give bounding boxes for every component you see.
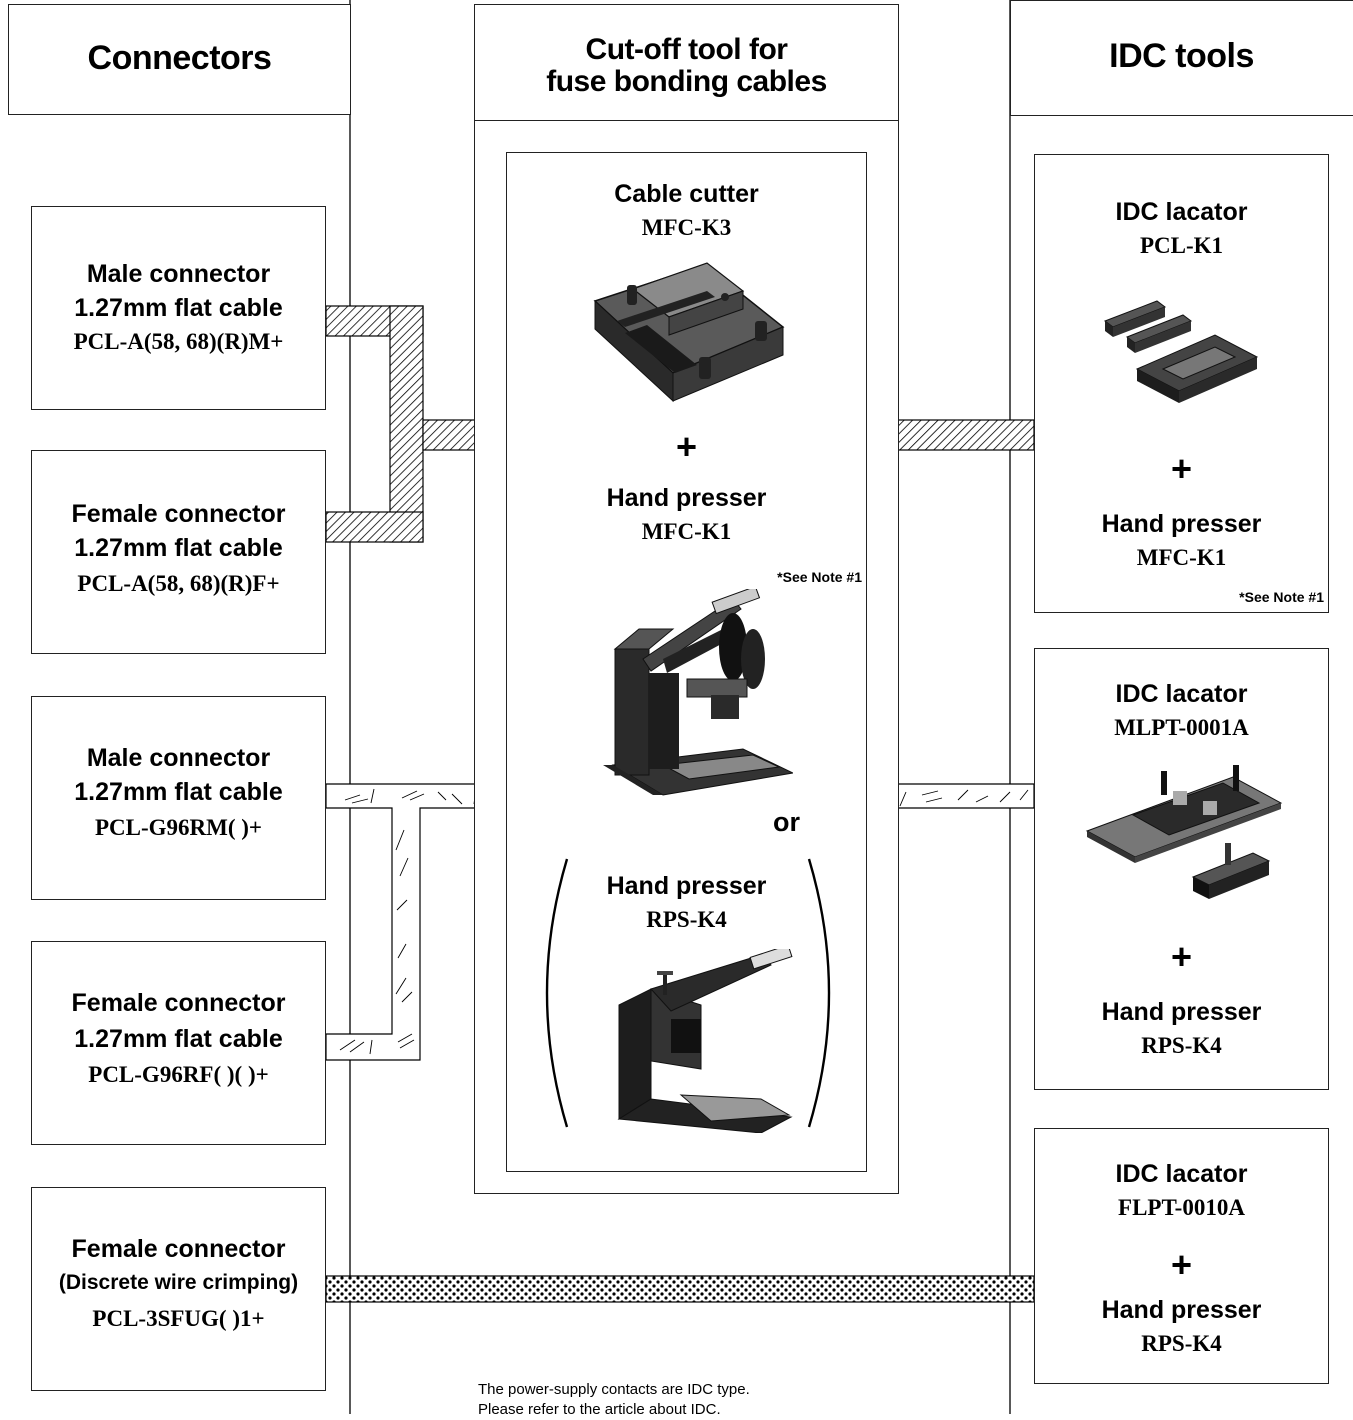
plus-sign: + (1170, 1244, 1193, 1285)
hand-presser-title: Hand presser (1101, 998, 1262, 1026)
connector-box-female-g96: Female connector 1.27mm flat cable PCL-G… (31, 941, 326, 1145)
plus-sign: + (675, 426, 698, 467)
idc-tool-box-mlpt: IDC lacator MLPT-0001A + Hand presser RP… (1034, 648, 1329, 1090)
connector-title: Male connector (86, 744, 271, 772)
plus-sign: + (1170, 936, 1193, 977)
idc-locator-part: PCL-K1 (1139, 233, 1224, 258)
idc-tool-box-pcl-k1: IDC lacator PCL-K1 + Hand presser MFC-K1… (1034, 154, 1329, 613)
alternative-bracket (545, 858, 831, 1128)
cable-cutter-part: MFC-K3 (641, 215, 732, 240)
hand-presser-part: RPS-K4 (1141, 1331, 1222, 1356)
connectors-header (8, 4, 351, 115)
connector-part-number: PCL-3SFUG( )1+ (92, 1306, 265, 1331)
cutoff-header (474, 4, 899, 121)
hand-presser-title: Hand presser (1101, 1296, 1262, 1324)
idc-tool-box-flpt: IDC lacator FLPT-0010A + Hand presser RP… (1034, 1128, 1329, 1384)
connector-title: Female connector (71, 1235, 286, 1263)
hand-presser-title: Hand presser (1101, 510, 1262, 538)
hand-presser-part: MFC-K1 (641, 519, 732, 544)
connector-subtitle: (Discrete wire crimping) (58, 1271, 299, 1294)
idc-locator-title: IDC lacator (1115, 680, 1248, 708)
connector-title: Female connector (71, 989, 286, 1017)
idc-tools-header-text: IDC tools (1109, 37, 1254, 75)
connector-box-female-discrete: Female connector (Discrete wire crimping… (31, 1187, 326, 1391)
connector-subtitle: 1.27mm flat cable (74, 294, 283, 322)
plus-sign: + (1170, 448, 1193, 489)
connector-subtitle: 1.27mm flat cable (74, 1025, 283, 1053)
alt-hand-presser-part: RPS-K4 (646, 907, 727, 932)
hand-presser-title: Hand presser (606, 484, 767, 512)
idc-tools-header (1010, 0, 1353, 116)
cable-cutter-image (593, 262, 785, 403)
cutoff-tool-box: Cable cutter MFC-K3 + Hand presser MFC-K… (506, 152, 867, 1172)
idc-locator-title: IDC lacator (1115, 1160, 1248, 1188)
idc-locator-part: MLPT-0001A (1114, 715, 1249, 740)
or-label: or (773, 807, 800, 837)
see-note-label: *See Note #1 (777, 569, 862, 585)
hand-presser-mfc-image (603, 589, 793, 796)
connectors-header-text: Connectors (87, 39, 272, 77)
connector-box-female-a: Female connector 1.27mm flat cable PCL-A… (31, 450, 326, 654)
connector-subtitle: 1.27mm flat cable (74, 534, 283, 562)
connector-subtitle: 1.27mm flat cable (74, 778, 283, 806)
footnote-line-1: The power-supply contacts are IDC type. (478, 1381, 750, 1398)
cable-cutter-title: Cable cutter (614, 180, 759, 208)
connector-part-number: PCL-G96RF( )( )+ (88, 1062, 269, 1087)
hand-presser-part: RPS-K4 (1141, 1033, 1222, 1058)
see-note-label: *See Note #1 (1239, 589, 1324, 605)
hand-presser-part: MFC-K1 (1136, 545, 1227, 570)
idc-locator-part: FLPT-0010A (1118, 1195, 1245, 1220)
idc-locator-title: IDC lacator (1115, 198, 1248, 226)
connector-box-male-a: Male connector 1.27mm flat cable PCL-A(5… (31, 206, 326, 410)
connector-part-number: PCL-G96RM( )+ (94, 815, 263, 840)
connector-title: Female connector (71, 500, 286, 528)
footnote-line-2: Please refer to the article about IDC. (478, 1401, 721, 1418)
alt-hand-presser-title: Hand presser (606, 872, 767, 900)
hand-presser-rps-image (617, 949, 793, 1133)
idc-locator-mlpt-image (1085, 765, 1283, 899)
connector-title: Male connector (86, 260, 271, 288)
connector-part-number: PCL-A(58, 68)(R)M+ (73, 329, 284, 354)
idc-locator-pcl-k1-image (1103, 300, 1259, 403)
cutoff-header-line1: Cut-off tool for (585, 33, 788, 66)
dotted-connector-path (325, 1275, 1035, 1303)
connector-box-male-g96: Male connector 1.27mm flat cable PCL-G96… (31, 696, 326, 900)
cutoff-header-line2: fuse bonding cables (546, 65, 827, 98)
connector-part-number: PCL-A(58, 68)(R)F+ (77, 571, 280, 596)
